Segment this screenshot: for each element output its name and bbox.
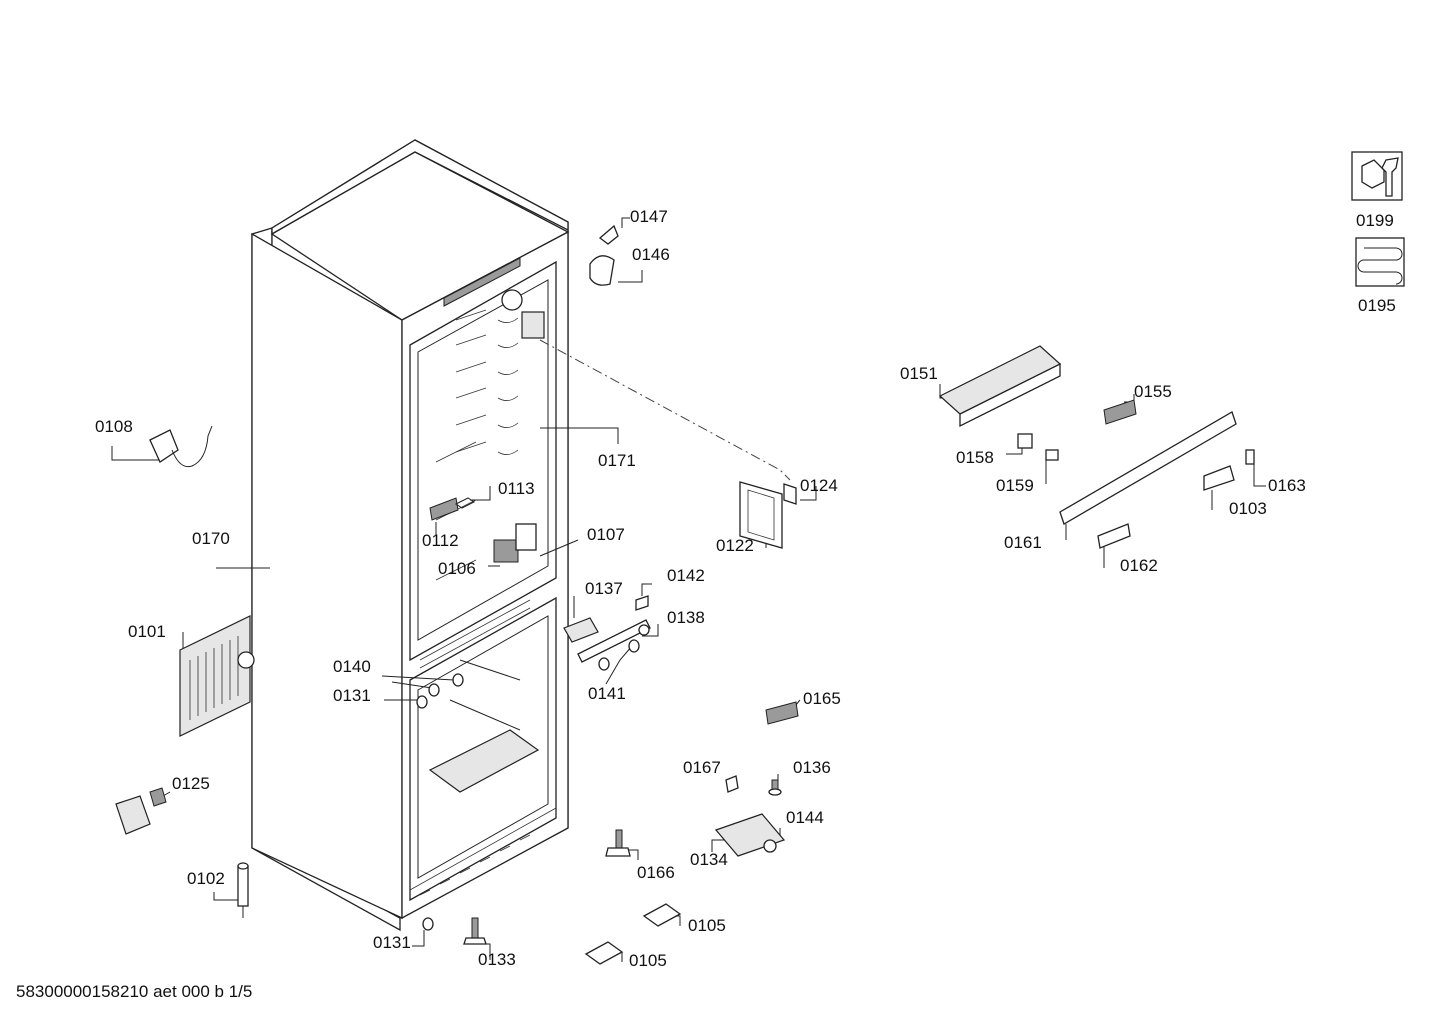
part-label-0166: 0166 (637, 863, 675, 882)
part-0159-drawing (1045, 449, 1059, 461)
part-label-0140: 0140 (333, 657, 371, 676)
part-label-0161: 0161 (1004, 533, 1042, 552)
part-label-0131-upper: 0131 (333, 686, 371, 705)
part-0141-drawing (598, 639, 640, 671)
part-0101-drawing (179, 615, 255, 737)
part-0134-drawing (714, 813, 786, 857)
part-label-0112: 0112 (422, 531, 459, 550)
part-label-0167: 0167 (683, 758, 721, 777)
part-label-0134: 0134 (690, 850, 728, 869)
part-0161-drawing (1059, 411, 1237, 525)
part-0151-drawing (938, 345, 1062, 428)
part-0138-drawing (577, 619, 651, 663)
part-0105-drawing (584, 903, 682, 965)
part-0142-drawing (635, 595, 649, 611)
part-0124-drawing (783, 483, 797, 505)
part-0163-drawing (1245, 449, 1255, 465)
part-0158-drawing (1017, 433, 1033, 449)
part-label-0144: 0144 (786, 808, 824, 827)
part-label-0136: 0136 (793, 758, 831, 777)
part-0162-drawing (1097, 523, 1131, 549)
part-label-0113: 0113 (498, 479, 535, 498)
part-label-0159: 0159 (996, 476, 1034, 495)
part-0166-drawing (605, 829, 631, 857)
part-label-0101: 0101 (128, 622, 166, 641)
part-label-0141: 0141 (588, 684, 626, 703)
part-label-0124: 0124 (800, 476, 838, 495)
part-0113-drawing (455, 497, 475, 509)
wrench-nut-icon (1351, 151, 1403, 201)
part-0102-drawing (237, 862, 249, 918)
part-label-0105-lower: 0105 (629, 951, 667, 970)
part-0131-drawing (416, 673, 464, 931)
part-0146-drawing (589, 255, 615, 286)
part-label-0199: 0199 (1356, 211, 1394, 230)
part-label-0158: 0158 (956, 448, 994, 467)
part-0167-drawing (725, 775, 739, 793)
part-label-0102: 0102 (187, 869, 225, 888)
part-label-0125: 0125 (172, 774, 210, 793)
part-label-0147: 0147 (630, 207, 668, 226)
part-0136-drawing (768, 779, 782, 796)
part-0133-drawing (463, 917, 487, 945)
part-label-0170: 0170 (192, 529, 230, 548)
part-0147-drawing (598, 224, 619, 245)
part-0112-drawing (429, 497, 459, 521)
part-label-0195: 0195 (1358, 296, 1396, 315)
document-footer-code: 58300000158210 aet 000 b 1/5 (16, 982, 253, 1001)
part-label-0162: 0162 (1120, 556, 1158, 575)
part-label-0107: 0107 (587, 525, 625, 544)
part-label-0165: 0165 (803, 689, 841, 708)
part-label-0137: 0137 (585, 579, 623, 598)
part-label-0106: 0106 (438, 559, 476, 578)
part-0122-drawing (739, 481, 783, 549)
heating-coil-icon (1355, 237, 1405, 287)
part-0125-drawing (115, 787, 167, 835)
cabinet-body (251, 139, 570, 932)
part-0108-drawing (149, 425, 213, 468)
part-label-0131-lower: 0131 (373, 933, 411, 952)
part-label-0142: 0142 (667, 566, 705, 585)
part-label-0171: 0171 (598, 451, 636, 470)
part-0107-drawing (515, 523, 537, 551)
part-label-0155: 0155 (1134, 382, 1172, 401)
part-0137-drawing (563, 617, 599, 643)
part-0165-drawing (765, 701, 799, 725)
part-label-0103: 0103 (1229, 499, 1267, 518)
part-label-0133: 0133 (478, 950, 516, 969)
part-label-0163: 0163 (1268, 476, 1306, 495)
part-label-0105-upper: 0105 (688, 916, 726, 935)
part-label-0138: 0138 (667, 608, 705, 627)
part-0103-drawing (1203, 465, 1235, 491)
part-0155-drawing (1103, 399, 1137, 425)
part-0106-drawing (493, 539, 519, 563)
part-label-0108: 0108 (95, 417, 133, 436)
part-label-0146: 0146 (632, 245, 670, 264)
part-label-0122: 0122 (716, 536, 754, 555)
part-label-0151: 0151 (900, 364, 938, 383)
